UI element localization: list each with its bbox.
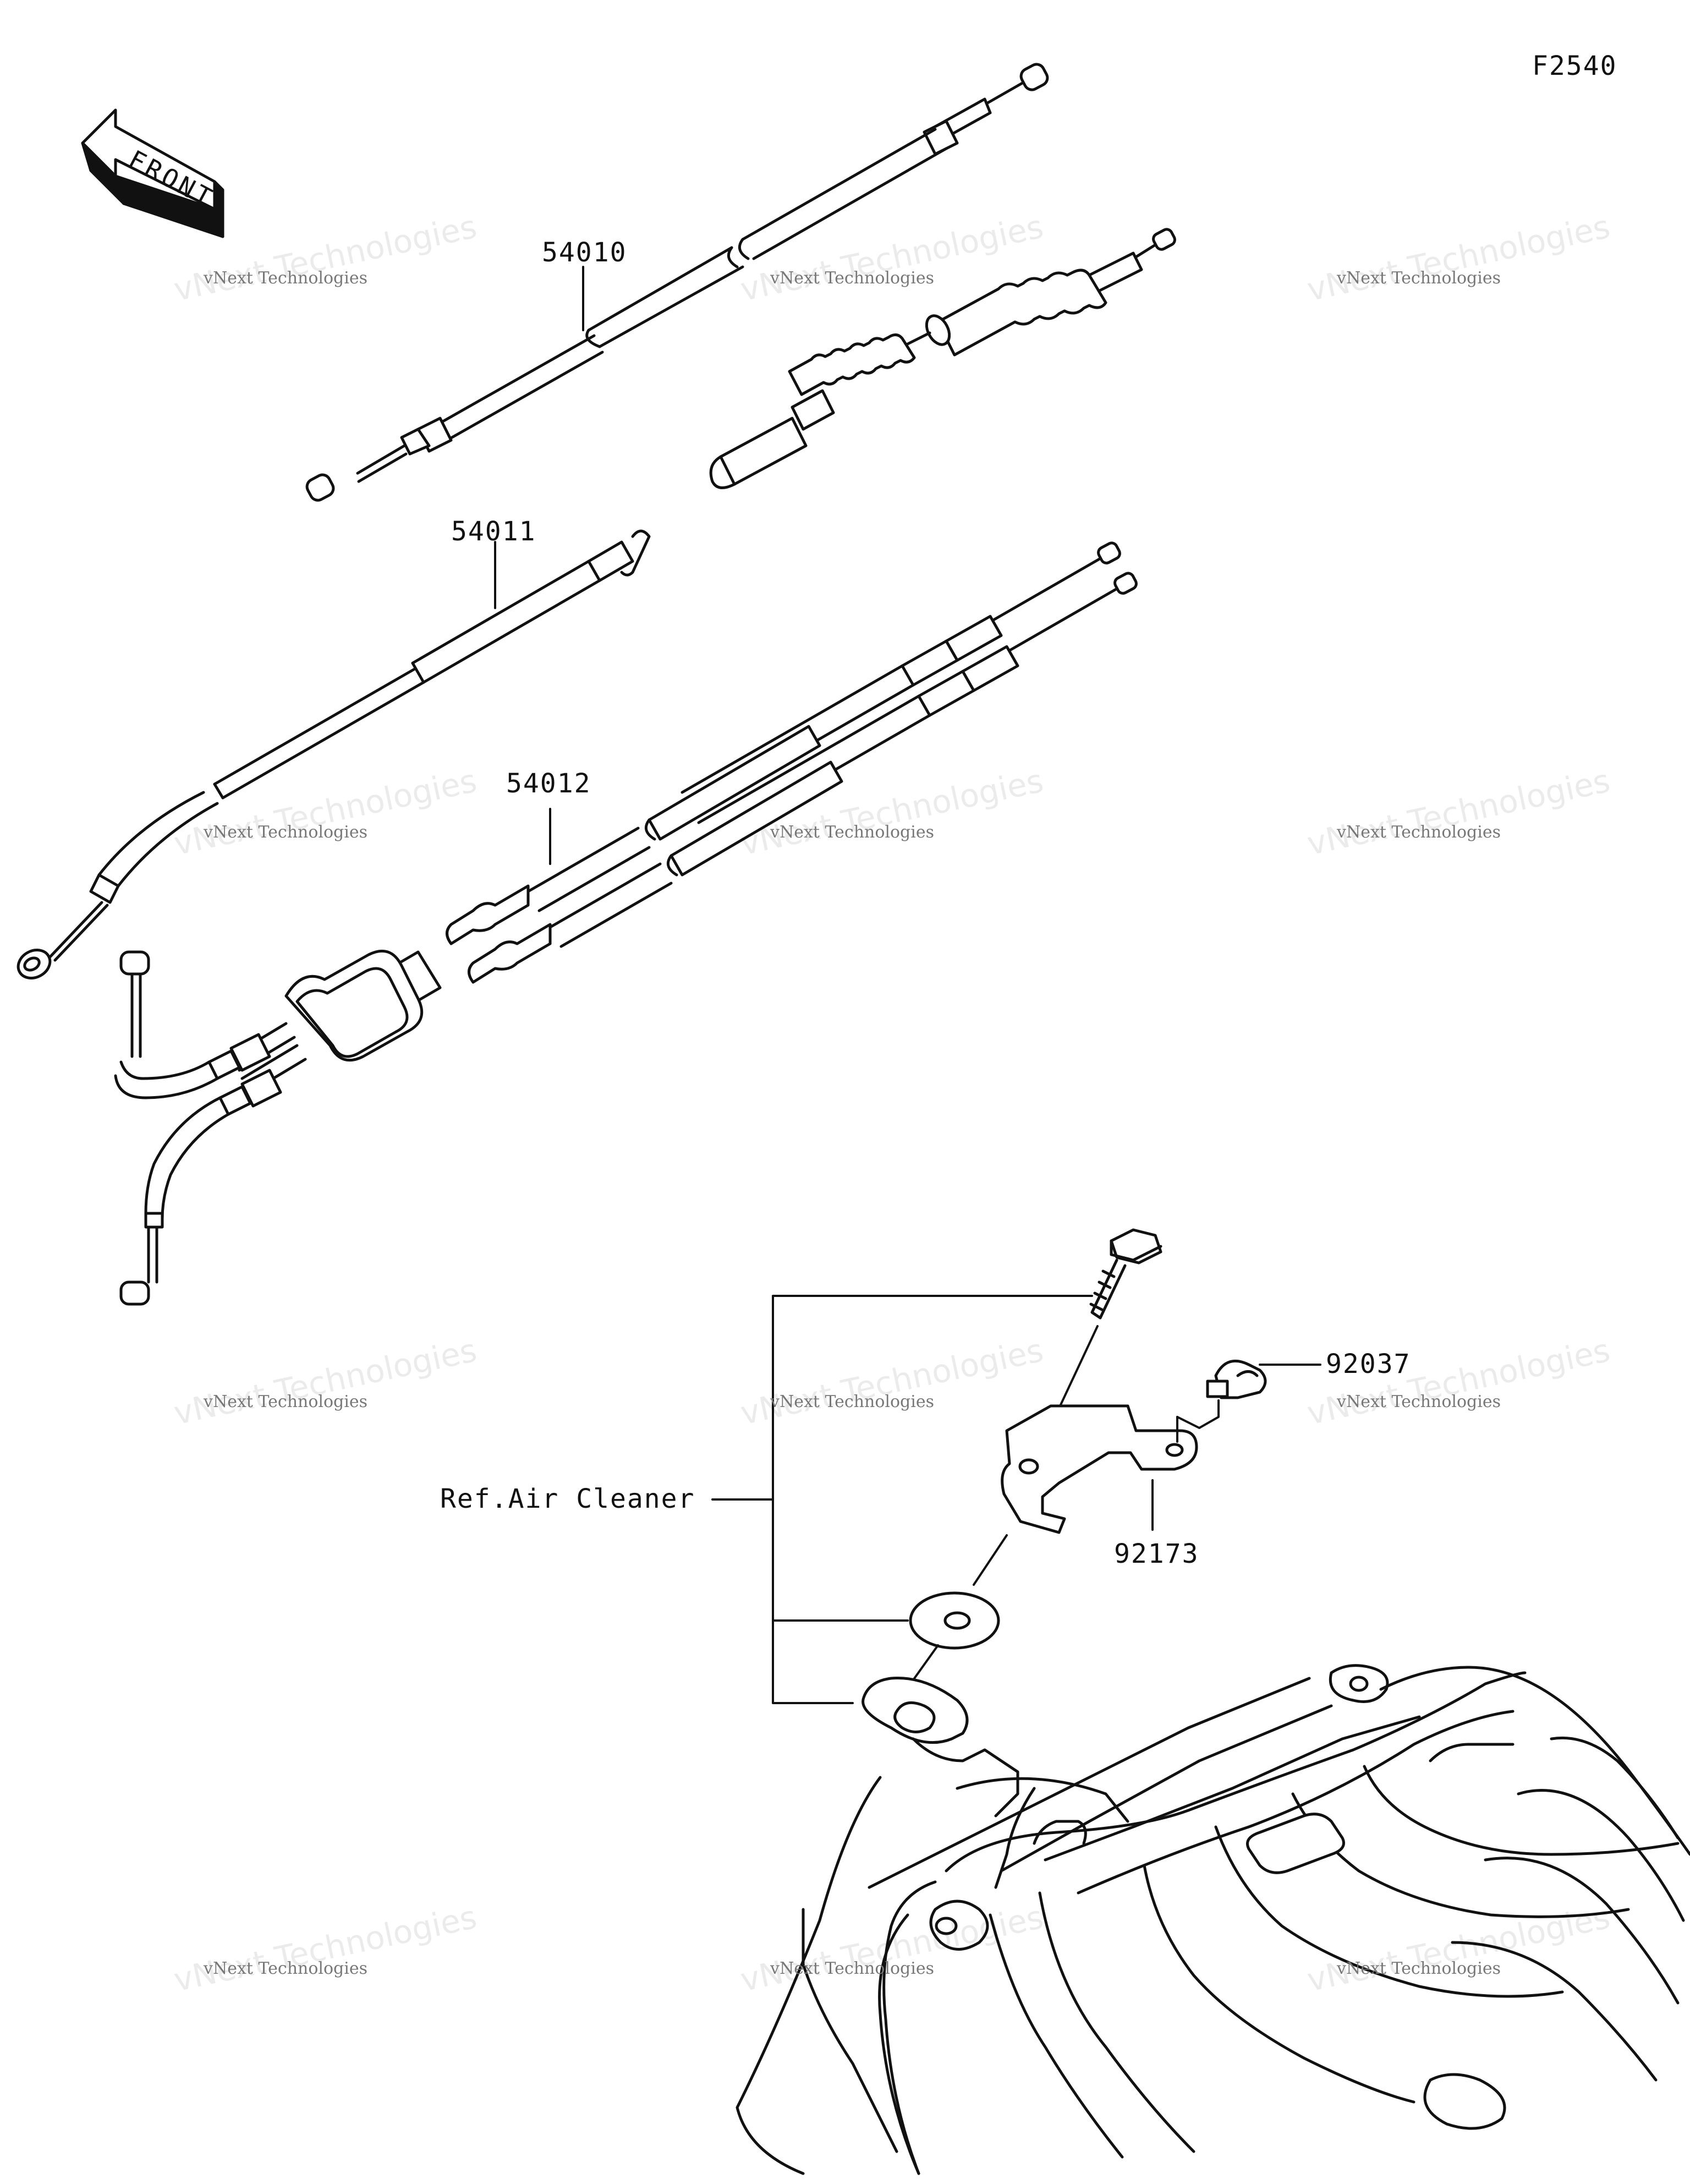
- cable-54010: [305, 63, 1049, 502]
- part-number-54012: 54012: [506, 768, 591, 799]
- part-number-54011: 54011: [451, 516, 536, 547]
- cable-54011: [17, 529, 651, 979]
- figure-id: F2540: [1532, 51, 1617, 81]
- cable-upper-right: [709, 228, 1176, 489]
- bracket-92173: [1001, 1399, 1220, 1534]
- cable-54012: [114, 541, 1138, 1306]
- ref-bracket: [711, 1295, 1093, 1704]
- part-number-92173: 92173: [1114, 1539, 1199, 1569]
- washer: [909, 1534, 1008, 1685]
- part-number-54010: 54010: [542, 237, 627, 268]
- front-arrow-icon: FRONT: [81, 108, 224, 238]
- leader-lines: [494, 266, 584, 865]
- clamp-92037: [1206, 1359, 1321, 1399]
- air-cleaner-housing: [736, 1664, 1690, 2175]
- part-number-92037: 92037: [1326, 1349, 1411, 1380]
- ref-air-cleaner-label: Ref.Air Cleaner: [440, 1484, 695, 1514]
- bolt: [1055, 1228, 1162, 1415]
